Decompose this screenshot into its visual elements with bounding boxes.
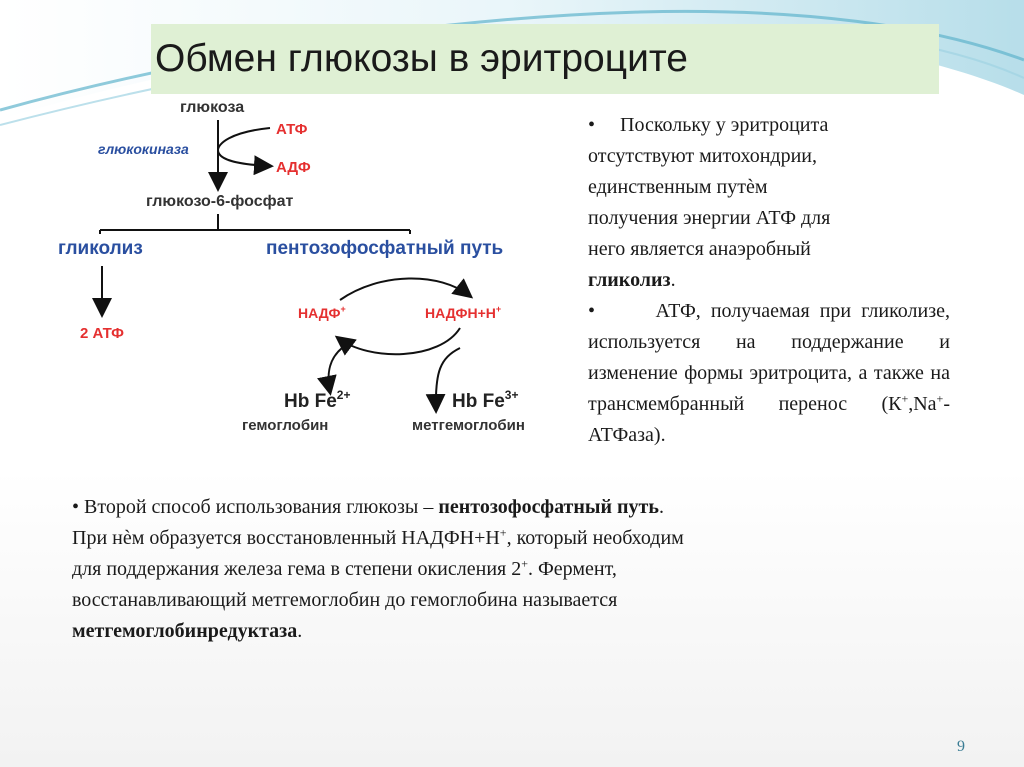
slide-title: Обмен глюкозы в эритроците — [155, 36, 688, 82]
right-column-text: • Поскольку у эритроцита отсутствуют мит… — [588, 110, 950, 451]
paragraph-1-line-3: единственным путѐм — [588, 172, 950, 203]
bold-pentose-phosphate-pathway: пентозофосфатный путь — [438, 496, 659, 518]
paragraph-1-line-6: гликолиз. — [588, 265, 950, 296]
paragraph-1-line-2: отсутствуют митохондрии, — [588, 141, 950, 172]
label-glucose: глюкоза — [180, 99, 244, 116]
arrow-to-hemoglobin — [329, 348, 343, 392]
label-pentose-phosphate-pathway: пентозофосфатный путь — [266, 238, 503, 259]
label-glycolysis: гликолиз — [58, 238, 143, 259]
label-nadp: НАДФ+ — [298, 304, 346, 321]
bottom-line-4: восстанавливающий метгемоглобин до гемог… — [72, 585, 952, 616]
glucose-metabolism-diagram: глюкоза АТФ АДФ глюкокиназа глюкозо-6-фо… — [40, 92, 580, 442]
paragraph-1-line-5: него является анаэробный — [588, 234, 950, 265]
paragraph-1-line-4: получения энергии АТФ для — [588, 203, 950, 234]
bullet-marker: • — [588, 114, 595, 136]
sup-plus: + — [500, 525, 507, 539]
period: . — [297, 620, 302, 642]
bottom-line-1-text: • Второй способ использования глюкозы – — [72, 496, 438, 518]
arrow-nadp-to-nadph — [340, 278, 470, 300]
page-number: 9 — [957, 738, 965, 756]
label-hemoglobin: гемоглобин — [242, 417, 328, 434]
bottom-line-5: метгемоглобинредуктаза. — [72, 616, 952, 647]
label-methemoglobin: метгемоглобин — [412, 417, 525, 434]
bottom-line-1: • Второй способ использования глюкозы – … — [72, 492, 952, 523]
period: . — [659, 496, 664, 518]
bottom-line-3: для поддержания железа гема в степени ок… — [72, 554, 952, 585]
paragraph-2-text-a: АТФ, получаемая при гликолизе, используе… — [588, 300, 950, 415]
bottom-paragraph: • Второй способ использования глюкозы – … — [72, 492, 952, 647]
label-adp: АДФ — [276, 159, 311, 176]
paragraph-1-text-1: Поскольку у эритроцита — [620, 114, 828, 136]
label-atp: АТФ — [276, 121, 308, 138]
bottom-line-2-text-b: , который необходим — [507, 527, 684, 549]
arrow-nadph-to-nadp — [338, 328, 460, 354]
branch-lines — [100, 214, 410, 230]
label-two-atp: 2 АТФ — [80, 325, 124, 342]
paragraph-2-text-b: ,Na — [908, 393, 936, 415]
bottom-line-3-text-b: . Фермент, — [528, 558, 617, 580]
bottom-line-2: При нѐм образуется восстановленный НАДФН… — [72, 523, 952, 554]
sup-plus: + — [521, 556, 528, 570]
bottom-line-2-text-a: При нѐм образуется восстановленный НАДФН… — [72, 527, 500, 549]
bold-methemoglobin-reductase: метгемоглобинредуктаза — [72, 620, 297, 642]
label-nadph: НАДФН+Н+ — [425, 304, 501, 321]
bold-glycolysis: гликолиз — [588, 269, 671, 291]
bottom-line-3-text-a: для поддержания железа гема в степени ок… — [72, 558, 521, 580]
label-hb-fe3: Hb Fe3+ — [452, 388, 518, 412]
bullet-paragraph-2: • АТФ, получаемая при гликолизе, использ… — [588, 296, 950, 451]
label-glucokinase: глюкокиназа — [98, 141, 189, 157]
arrow-atp-to-adp — [218, 128, 270, 166]
paragraph-1-line-1: • Поскольку у эритроцита — [588, 110, 950, 141]
label-hb-fe2: Hb Fe2+ — [284, 388, 350, 412]
period: . — [671, 269, 676, 291]
bullet-paragraph-1: • Поскольку у эритроцита отсутствуют мит… — [588, 110, 950, 296]
bullet-marker: • — [588, 300, 595, 322]
label-glucose-6-phosphate: глюкозо-6-фосфат — [146, 193, 293, 210]
